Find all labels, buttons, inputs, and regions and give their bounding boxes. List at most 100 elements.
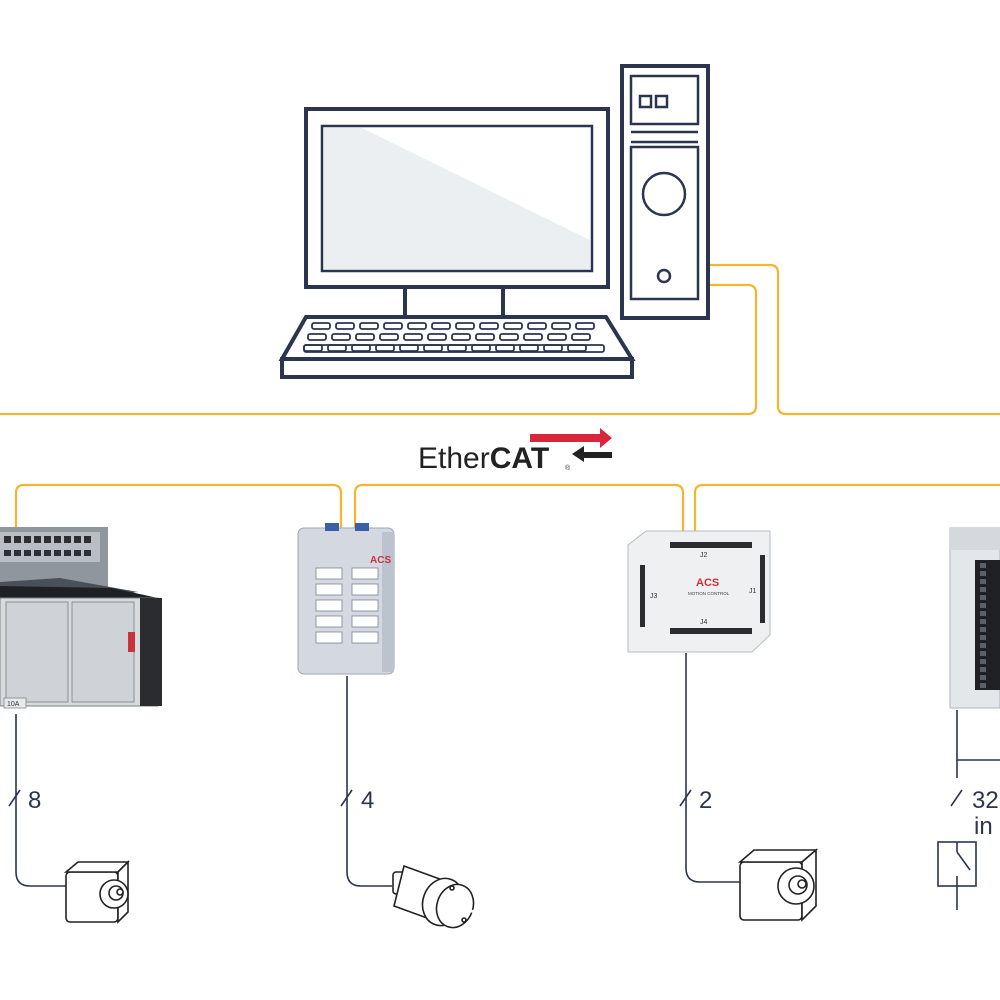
- terminal-pin: [980, 579, 986, 584]
- keyboard-key: [479, 322, 499, 330]
- io-port: [315, 615, 343, 628]
- channel-type-4: in: [974, 813, 993, 840]
- stepper-motor-icon-2: [737, 848, 819, 922]
- io-brand-logo: ACS: [370, 555, 391, 566]
- io-port: [351, 615, 379, 628]
- rack-port: [34, 536, 41, 543]
- keyboard-key: [355, 333, 375, 341]
- io-port: [315, 631, 343, 644]
- keyboard-key: [407, 322, 427, 330]
- rack-port: [44, 550, 51, 556]
- svg-text:EtherCAT: EtherCAT: [418, 442, 549, 475]
- compact-io-module: ACS: [297, 523, 395, 675]
- io-port: [315, 567, 343, 580]
- rack-port: [84, 536, 91, 543]
- keyboard-spacebar: [303, 344, 605, 353]
- rack-port: [44, 536, 51, 543]
- io-terminal-module: [949, 527, 1000, 709]
- keyboard-key: [547, 333, 567, 341]
- terminal-pin: [980, 659, 986, 664]
- connector-j4-label: J4: [700, 619, 708, 626]
- wire-seg-1: [14, 483, 343, 528]
- rack-port: [24, 550, 31, 556]
- terminal-pin: [980, 643, 986, 648]
- rack-port: [4, 550, 11, 556]
- slash-marker-3: [679, 789, 692, 807]
- io-port: [315, 583, 343, 596]
- keyboard-key: [379, 333, 399, 341]
- keyboard-key: [427, 333, 447, 341]
- rack-port: [14, 550, 21, 556]
- ethercat-logo-prefix: Ether: [418, 442, 490, 475]
- io-port: [315, 599, 343, 612]
- rack-port: [74, 550, 81, 556]
- rack-port: [64, 550, 71, 556]
- keyboard-key: [307, 333, 327, 341]
- terminal-pin: [980, 563, 986, 568]
- ethercat-logo-bold: CAT: [490, 442, 549, 475]
- keyboard-key: [527, 322, 547, 330]
- rack-port: [24, 536, 31, 543]
- keyboard-key: [431, 322, 451, 330]
- connector-j3-label: J3: [650, 593, 658, 600]
- keyboard-key: [475, 333, 495, 341]
- stepper-motor-icon-1: [63, 860, 130, 924]
- keyboard-key: [359, 322, 379, 330]
- io-port: [351, 583, 379, 596]
- terminal-pin: [980, 587, 986, 592]
- terminal-pin: [980, 611, 986, 616]
- ethercat-registered-mark: ®: [565, 464, 571, 472]
- io-port: [351, 567, 379, 580]
- io-port: [351, 599, 379, 612]
- slash-marker-2: [340, 789, 353, 807]
- rack-drive-controller: 10A: [0, 527, 162, 709]
- cable-2: [346, 676, 392, 887]
- rack-port: [14, 536, 21, 543]
- keyboard-key: [523, 333, 543, 341]
- rack-port: [34, 550, 41, 556]
- rack-rating-label: 10A: [7, 701, 20, 708]
- cable-3: [685, 653, 740, 883]
- rack-port: [64, 536, 71, 543]
- keyboard-key: [451, 333, 471, 341]
- led-indicator: [656, 268, 672, 284]
- wire-seg-2: [353, 483, 685, 533]
- slash-marker-1: [8, 789, 21, 807]
- rack-port: [4, 536, 11, 543]
- terminal-pin: [980, 651, 986, 656]
- connector-j2-label: J2: [700, 552, 708, 559]
- keyboard-key: [331, 333, 351, 341]
- terminal-pin: [980, 627, 986, 632]
- power-button: [641, 171, 687, 217]
- channel-count-3: 2: [699, 787, 712, 814]
- board-brand-logo: ACS: [696, 577, 719, 589]
- connector-j1-label: J1: [749, 588, 757, 595]
- keyboard-key: [571, 333, 591, 341]
- terminal-pin: [980, 571, 986, 576]
- rack-port: [84, 550, 91, 556]
- terminal-pin: [980, 619, 986, 624]
- keyboard-icon: [278, 315, 636, 379]
- keyboard-key: [455, 322, 475, 330]
- keyboard-key: [383, 322, 403, 330]
- rack-port: [74, 536, 81, 543]
- ethercat-arrows-icon: [530, 428, 612, 462]
- cable-4: [956, 710, 1000, 761]
- cable-1: [15, 714, 66, 887]
- dc-motor-icon: [392, 864, 490, 929]
- terminal-pin: [980, 683, 986, 688]
- terminal-pin: [980, 603, 986, 608]
- keyboard-key: [403, 333, 423, 341]
- wire-pc-right: [708, 263, 1000, 416]
- terminal-pin: [980, 667, 986, 672]
- limit-switch-icon: [937, 760, 977, 910]
- keyboard-key: [311, 322, 331, 330]
- channel-labels: 8 4 2 32 in: [8, 787, 999, 840]
- keyboard-key: [499, 333, 519, 341]
- channel-count-4: 32: [972, 787, 999, 814]
- tower-case: [620, 64, 710, 320]
- keyboard-key: [575, 322, 595, 330]
- terminal-pin: [980, 675, 986, 680]
- keyboard-key: [503, 322, 523, 330]
